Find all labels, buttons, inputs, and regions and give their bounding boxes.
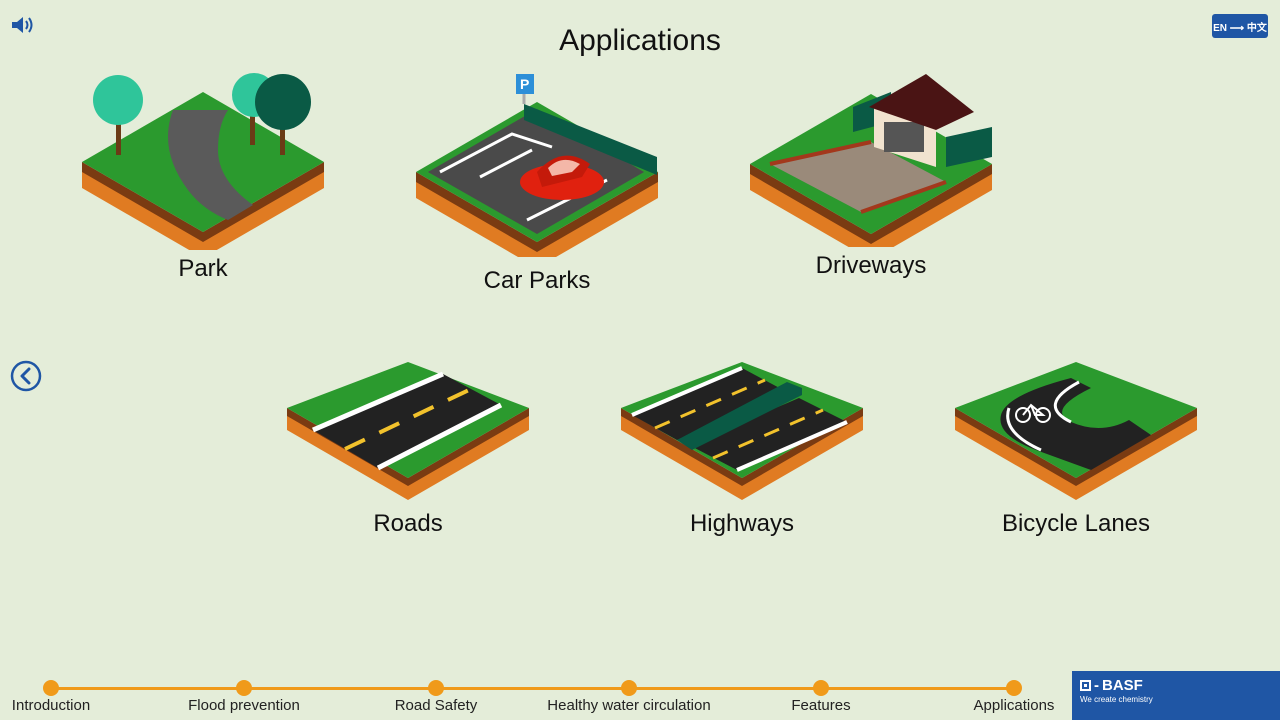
bicycle-lane-illustration — [955, 362, 1197, 500]
tile-park[interactable]: Park — [78, 70, 328, 285]
tile-label: Roads — [373, 510, 443, 537]
tile-car-parks[interactable]: P Car Parks — [412, 72, 662, 297]
timeline-item-applications[interactable]: Applications — [973, 697, 1055, 714]
brand-name: BASF — [1102, 677, 1143, 694]
highway-illustration — [621, 362, 863, 500]
basf-square-icon — [1080, 680, 1091, 691]
speaker-icon[interactable] — [10, 14, 36, 36]
park-illustration — [82, 73, 324, 250]
tile-label: Car Parks — [483, 267, 591, 294]
tile-label: Park — [178, 255, 228, 282]
timeline-nav: Introduction Flood prevention Road Safet… — [0, 670, 1070, 720]
timeline-item-healthy-water-circulation[interactable]: Healthy water circulation — [547, 697, 711, 714]
tile-label: Driveways — [815, 252, 927, 279]
car-park-illustration: P — [416, 74, 658, 257]
timeline-dot-introduction[interactable] — [43, 680, 59, 696]
road-illustration — [287, 362, 529, 500]
brand-tagline: We create chemistry — [1080, 695, 1153, 704]
timeline-dot-road-safety[interactable] — [428, 680, 444, 696]
timeline-dot-features[interactable] — [813, 680, 829, 696]
tile-bicycle-lanes[interactable]: Bicycle Lanes — [951, 360, 1201, 540]
timeline-dot-healthy-water-circulation[interactable] — [621, 680, 637, 696]
driveway-illustration — [750, 74, 992, 247]
timeline-dot-flood-prevention[interactable] — [236, 680, 252, 696]
tile-label: Bicycle Lanes — [1001, 510, 1151, 537]
tile-highways[interactable]: Highways — [617, 360, 867, 540]
timeline-item-flood-prevention[interactable]: Flood prevention — [188, 697, 300, 714]
brand-logo: - BASF We create chemistry — [1072, 671, 1280, 720]
timeline-track — [50, 687, 1014, 690]
language-toggle-button[interactable]: EN ⟶ 中文 — [1212, 14, 1268, 38]
svg-text:P: P — [520, 76, 529, 92]
tile-driveways[interactable]: Driveways — [746, 72, 996, 282]
timeline-dot-applications[interactable] — [1006, 680, 1022, 696]
tile-roads[interactable]: Roads — [283, 360, 533, 540]
timeline-item-road-safety[interactable]: Road Safety — [394, 697, 478, 714]
chevron-left-circle-icon[interactable] — [10, 360, 42, 392]
timeline-item-features[interactable]: Features — [791, 697, 851, 714]
tile-label: Highways — [689, 510, 795, 537]
timeline-item-introduction[interactable]: Introduction — [11, 697, 91, 714]
page-title: Applications — [559, 24, 721, 57]
